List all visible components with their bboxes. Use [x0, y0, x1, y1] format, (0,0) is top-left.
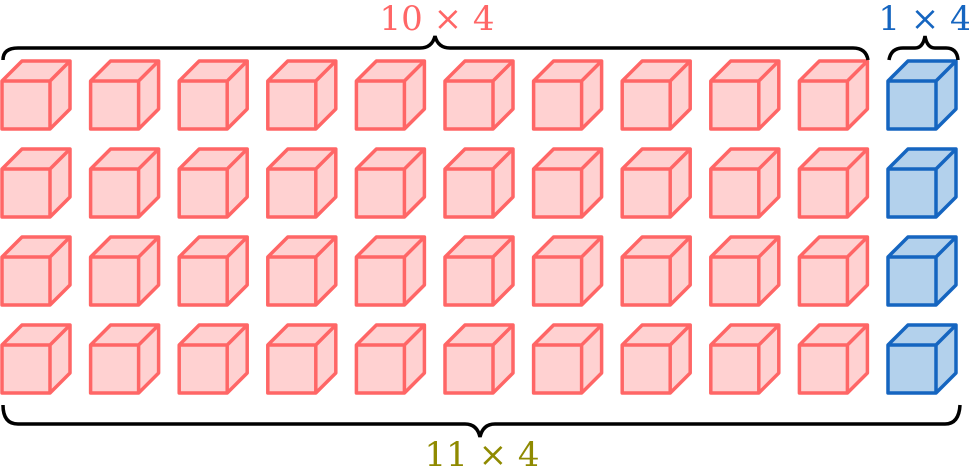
cube-outline	[443, 59, 515, 131]
cube-grid	[0, 59, 958, 395]
cube-outline	[797, 147, 870, 219]
top-right-brace	[887, 35, 960, 61]
red-cube	[0, 147, 72, 219]
blue-cube	[886, 323, 958, 395]
red-cube	[266, 59, 338, 131]
red-cube	[354, 235, 427, 307]
red-cube	[443, 235, 515, 307]
cube-outline	[177, 235, 249, 307]
cube-outline	[266, 147, 338, 219]
cube-outline	[0, 323, 72, 395]
red-cube	[709, 235, 781, 307]
cube-outline	[620, 235, 692, 307]
red-cube	[354, 59, 427, 131]
cube-outline	[177, 147, 249, 219]
cube-outline	[886, 323, 958, 395]
cube-outline	[886, 59, 958, 131]
red-cube	[709, 147, 781, 219]
blue-count-label: 1 × 4	[878, 0, 969, 39]
red-cube	[266, 235, 338, 307]
cube-outline	[354, 59, 427, 131]
cube-outline	[797, 323, 870, 395]
blue-cube	[886, 235, 958, 307]
cube-outline	[709, 147, 781, 219]
cube-outline	[620, 147, 692, 219]
cube-outline	[797, 235, 870, 307]
red-cube	[531, 235, 604, 307]
cube-outline	[620, 59, 692, 131]
cube-outline	[531, 235, 604, 307]
cube-outline	[88, 147, 161, 219]
red-cube	[354, 323, 427, 395]
cube-outline	[531, 59, 604, 131]
cube-outline	[354, 147, 427, 219]
red-cube	[88, 323, 161, 395]
cube-outline	[797, 59, 870, 131]
top-left-brace	[1, 35, 870, 61]
blue-cube	[886, 147, 958, 219]
red-cube	[0, 323, 72, 395]
red-cube	[620, 235, 692, 307]
red-cube	[88, 235, 161, 307]
cube-outline	[620, 323, 692, 395]
red-cube	[709, 59, 781, 131]
cube-outline	[886, 147, 958, 219]
red-cube	[531, 147, 604, 219]
red-cube	[88, 147, 161, 219]
red-cube	[443, 323, 515, 395]
red-cube	[443, 59, 515, 131]
cube-outline	[531, 323, 604, 395]
red-cube	[531, 323, 604, 395]
cube-outline	[709, 323, 781, 395]
cube-outline	[266, 323, 338, 395]
cube-outline	[88, 59, 161, 131]
cube-outline	[443, 323, 515, 395]
red-cube	[0, 59, 72, 131]
cube-outline	[0, 235, 72, 307]
red-cube	[354, 147, 427, 219]
total-count-label: 11 × 4	[425, 435, 540, 468]
red-cube	[620, 147, 692, 219]
cube-outline	[0, 59, 72, 131]
cube-outline	[177, 323, 249, 395]
red-cube	[620, 323, 692, 395]
red-cube	[177, 323, 249, 395]
red-cube	[531, 59, 604, 131]
cube-outline	[443, 147, 515, 219]
cube-outline	[709, 59, 781, 131]
cube-outline	[354, 323, 427, 395]
red-cube	[88, 59, 161, 131]
red-cube	[177, 59, 249, 131]
cube-outline	[354, 235, 427, 307]
red-cube	[177, 147, 249, 219]
cube-outline	[531, 147, 604, 219]
red-cube	[797, 323, 870, 395]
cube-outline	[266, 59, 338, 131]
cube-outline	[266, 235, 338, 307]
cube-outline	[88, 235, 161, 307]
blue-cube	[886, 59, 958, 131]
red-cube	[266, 323, 338, 395]
cube-outline	[88, 323, 161, 395]
red-cube	[797, 235, 870, 307]
cube-outline	[177, 59, 249, 131]
red-cube	[266, 147, 338, 219]
red-cube	[797, 59, 870, 131]
cube-outline	[709, 235, 781, 307]
red-count-label: 10 × 4	[380, 0, 495, 39]
bottom-brace	[1, 404, 962, 438]
cube-outline	[443, 235, 515, 307]
red-cube	[0, 235, 72, 307]
red-cube	[443, 147, 515, 219]
red-cube	[177, 235, 249, 307]
red-cube	[709, 323, 781, 395]
red-cube	[620, 59, 692, 131]
cube-outline	[0, 147, 72, 219]
cube-outline	[886, 235, 958, 307]
red-cube	[797, 147, 870, 219]
